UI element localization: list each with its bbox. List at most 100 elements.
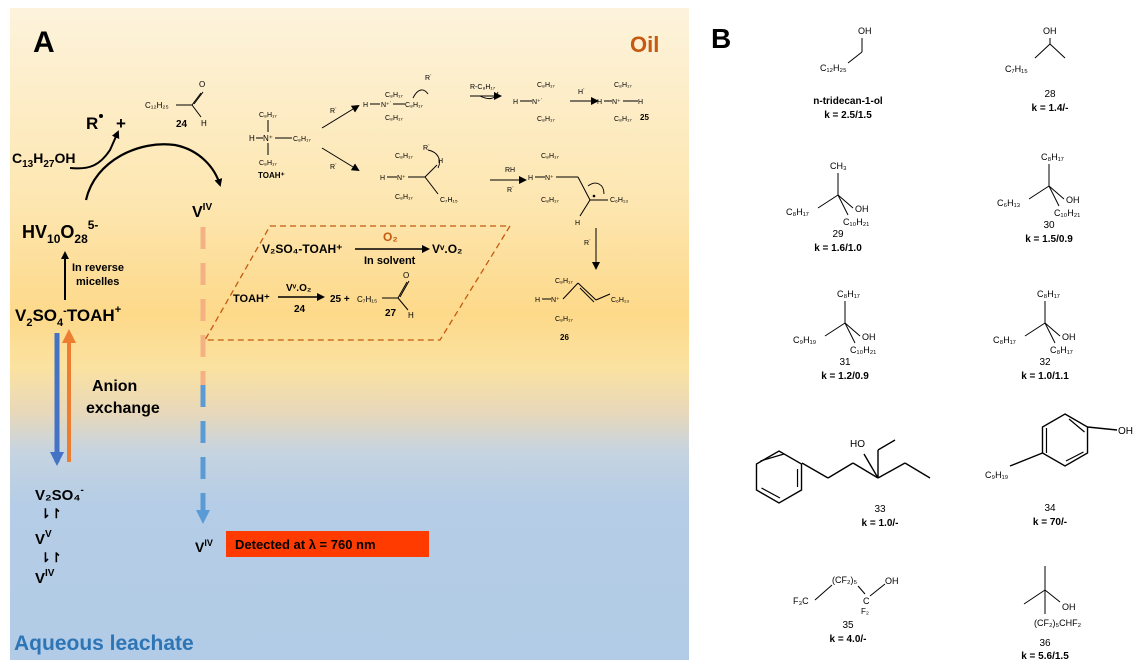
p26-c8-bottom: C₈H₁₇ (555, 316, 573, 323)
plus-sign: + (116, 114, 126, 133)
c3-left: C₆H₁₃ (997, 198, 1021, 208)
int3-n: N⁺ (397, 175, 406, 182)
c8-f2: F₂ (861, 607, 869, 616)
viv-oil: VIV (192, 202, 212, 221)
int2-c8-top: C₈H₁₇ (537, 82, 555, 89)
int1-n: N⁺˙ (381, 101, 392, 109)
radical-r: R (86, 114, 98, 133)
p26-c8-top: C₈H₁₇ (555, 278, 573, 285)
c5-bottom: C₈H₁₇ (1050, 345, 1073, 355)
int4-c6: C₆H₁₃ (610, 197, 628, 204)
int4-n: N⁺ (545, 175, 554, 182)
aqueous-phase-label: Aqueous leachate (14, 632, 194, 655)
compound-id-2: 29 (832, 229, 844, 240)
compound-k-5: k = 1.0/1.1 (1021, 371, 1069, 382)
rdot-lower: R˙ (330, 163, 337, 171)
compound-k-8: k = 4.0/- (830, 634, 867, 645)
hdot: H˙ (578, 88, 585, 96)
int2-h: H (513, 99, 518, 106)
c6-chain1 (801, 462, 829, 479)
aqueous-species-list: V₂SO₄-⇂↾VV⇂↾VIV (35, 485, 84, 587)
compound-k-0: k = 2.5/1.5 (824, 110, 872, 121)
int4-curly (587, 182, 605, 195)
detected-box (226, 531, 429, 557)
int3-h2: H (438, 158, 443, 165)
int1-c8-top: C₈H₁₇ (385, 92, 403, 99)
c2-bond-left (817, 194, 839, 209)
int4-h2: H (575, 220, 580, 227)
rdot-upper: R˙ (330, 107, 337, 115)
c6-oh: HO (850, 439, 865, 450)
v2so4-toah-complex: V2SO4-TOAH+ (15, 304, 121, 329)
int4-bond4 (579, 199, 591, 217)
c4-top: C₈H₁₇ (837, 289, 860, 299)
c6-top-methyl (877, 439, 896, 451)
compound-25-id: 25 (640, 113, 649, 122)
c7-ring-double1 (1068, 418, 1085, 433)
radical-dot (99, 114, 103, 118)
c4-bond-bottom (844, 322, 856, 344)
p26-double (579, 287, 595, 303)
int4-rdot: R˙ (584, 239, 591, 247)
int3-curly (427, 149, 440, 169)
compound-k-3: k = 1.5/0.9 (1025, 234, 1073, 245)
aldehyde-24-id: 24 (176, 119, 188, 130)
int3-bond3 (424, 176, 439, 195)
int3-h: H (380, 175, 385, 182)
c8-bond3 (869, 583, 886, 597)
c7-oh-bond (1087, 426, 1118, 431)
box-in-solvent: In solvent (364, 255, 416, 267)
c5-left: C₈H₁₇ (993, 335, 1016, 345)
c8-bond2 (857, 585, 866, 595)
r-c8h17: R-C₈H₁₇ (470, 84, 496, 91)
c3-bond-bottom (1048, 185, 1060, 207)
p25-h2: H (638, 99, 643, 106)
p26-bond2 (577, 282, 597, 301)
int3-c8-top: C₈H₁₇ (395, 153, 413, 160)
aldehyde-27-o: O (403, 271, 409, 280)
toah-arrow-upper (321, 104, 360, 129)
c6-oh-bond (863, 453, 879, 479)
compound-id-8: 35 (842, 620, 854, 631)
int3-bond2 (424, 164, 438, 178)
p25-n: N⁺ (612, 99, 621, 106)
toah-c8-up: C₈H₁₇ (259, 112, 277, 119)
c5-bond-bottom (1044, 322, 1056, 344)
compound-26-id: 26 (560, 333, 569, 342)
aldehyde-h: H (201, 119, 207, 128)
aldehyde-24-chain: C₁₂H₂₅ (145, 101, 169, 110)
int4-c8-bottom: C₈H₁₇ (541, 197, 559, 204)
c2-left: C₈H₁₇ (786, 207, 809, 217)
c3-oh: OH (1066, 195, 1080, 205)
c9-bond-left (1023, 589, 1046, 605)
c3-bond-right (1048, 185, 1065, 200)
cycle-arrow-to-viv (84, 143, 223, 201)
compound-id-5: 32 (1039, 357, 1051, 368)
aq-species-1: VV (35, 529, 52, 548)
c6-ethyl2 (904, 462, 931, 479)
anion-exchange-line2: exchange (86, 400, 160, 417)
compound-k-4: k = 1.2/0.9 (821, 371, 869, 382)
c4-oh: OH (862, 332, 876, 342)
reverse-micelles-line2: micelles (76, 276, 119, 288)
decavanadate-species: HV10O285- (22, 218, 98, 246)
c4-bond-left (824, 322, 846, 337)
compound-k-7: k = 70/- (1033, 517, 1067, 528)
box-27: 27 (385, 308, 397, 319)
c1-oh: OH (1043, 26, 1057, 36)
toah-c8-right: C₈H₁₇ (293, 136, 311, 143)
c6-ring-double2 (761, 487, 781, 499)
c3-top: C₈H₁₇ (1041, 152, 1064, 162)
p26-bond3 (595, 293, 611, 301)
compound-k-1: k = 1.4/- (1032, 103, 1069, 114)
c8-f3c: F₃C (793, 596, 809, 606)
c0-oh: OH (858, 26, 872, 36)
int1-curly (412, 89, 429, 99)
p26-bond1 (562, 282, 579, 300)
c5-bond-left (1024, 322, 1046, 337)
c9-chain: (CF₂)₅CHF₂ (1034, 618, 1082, 628)
c7-phenol-ring (1041, 413, 1089, 467)
c9-oh: OH (1062, 602, 1076, 612)
